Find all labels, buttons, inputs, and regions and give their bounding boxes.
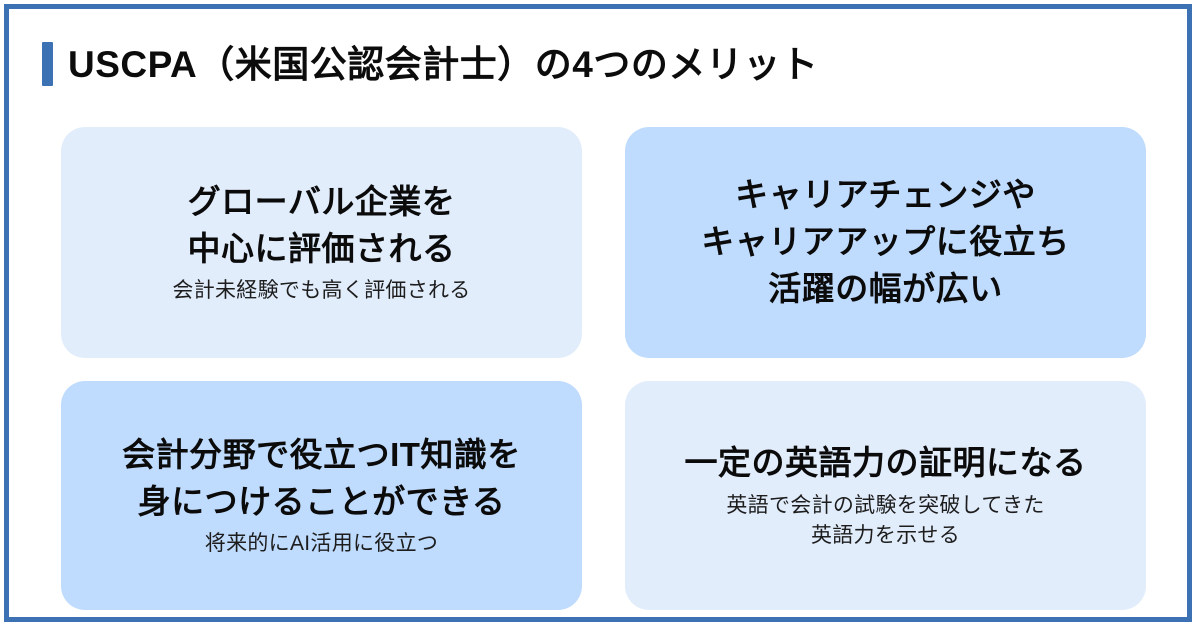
benefit-card-1-subtitle: 会計未経験でも高く評価される (172, 279, 471, 303)
benefit-card-2[interactable]: キャリアチェンジや キャリアアップに役立ち 活躍の幅が広い (625, 127, 1146, 358)
benefit-card-1-title: グローバル企業を 中心に評価される (187, 182, 456, 267)
benefit-card-4-title: 一定の英語力の証明になる (684, 444, 1087, 482)
benefit-card-3-subtitle: 将来的にAI活用に役立つ (204, 532, 439, 556)
accent-bar-icon (42, 42, 53, 86)
benefit-card-2-title: キャリアチェンジや キャリアアップに役立ち 活躍の幅が広い (701, 176, 1070, 307)
benefit-card-4-subtitle: 英語で会計の試験を突破してきた 英語力を示せる (726, 494, 1045, 547)
benefit-card-1[interactable]: グローバル企業を 中心に評価される 会計未経験でも高く評価される (61, 127, 582, 358)
benefit-card-3[interactable]: 会計分野で役立つIT知識を 身につけることができる 将来的にAI活用に役立つ (61, 381, 582, 610)
benefit-card-4[interactable]: 一定の英語力の証明になる 英語で会計の試験を突破してきた 英語力を示せる (625, 381, 1146, 610)
benefit-card-3-title: 会計分野で役立つIT知識を 身につけることができる (122, 435, 521, 520)
benefit-card-grid: グローバル企業を 中心に評価される 会計未経験でも高く評価される キャリアチェン… (61, 127, 1146, 610)
header: USCPA（米国公認会計士）の4つのメリット (42, 37, 818, 91)
page-title: USCPA（米国公認会計士）の4つのメリット (68, 43, 819, 85)
slide-frame: USCPA（米国公認会計士）の4つのメリット グローバル企業を 中心に評価される… (4, 4, 1192, 622)
